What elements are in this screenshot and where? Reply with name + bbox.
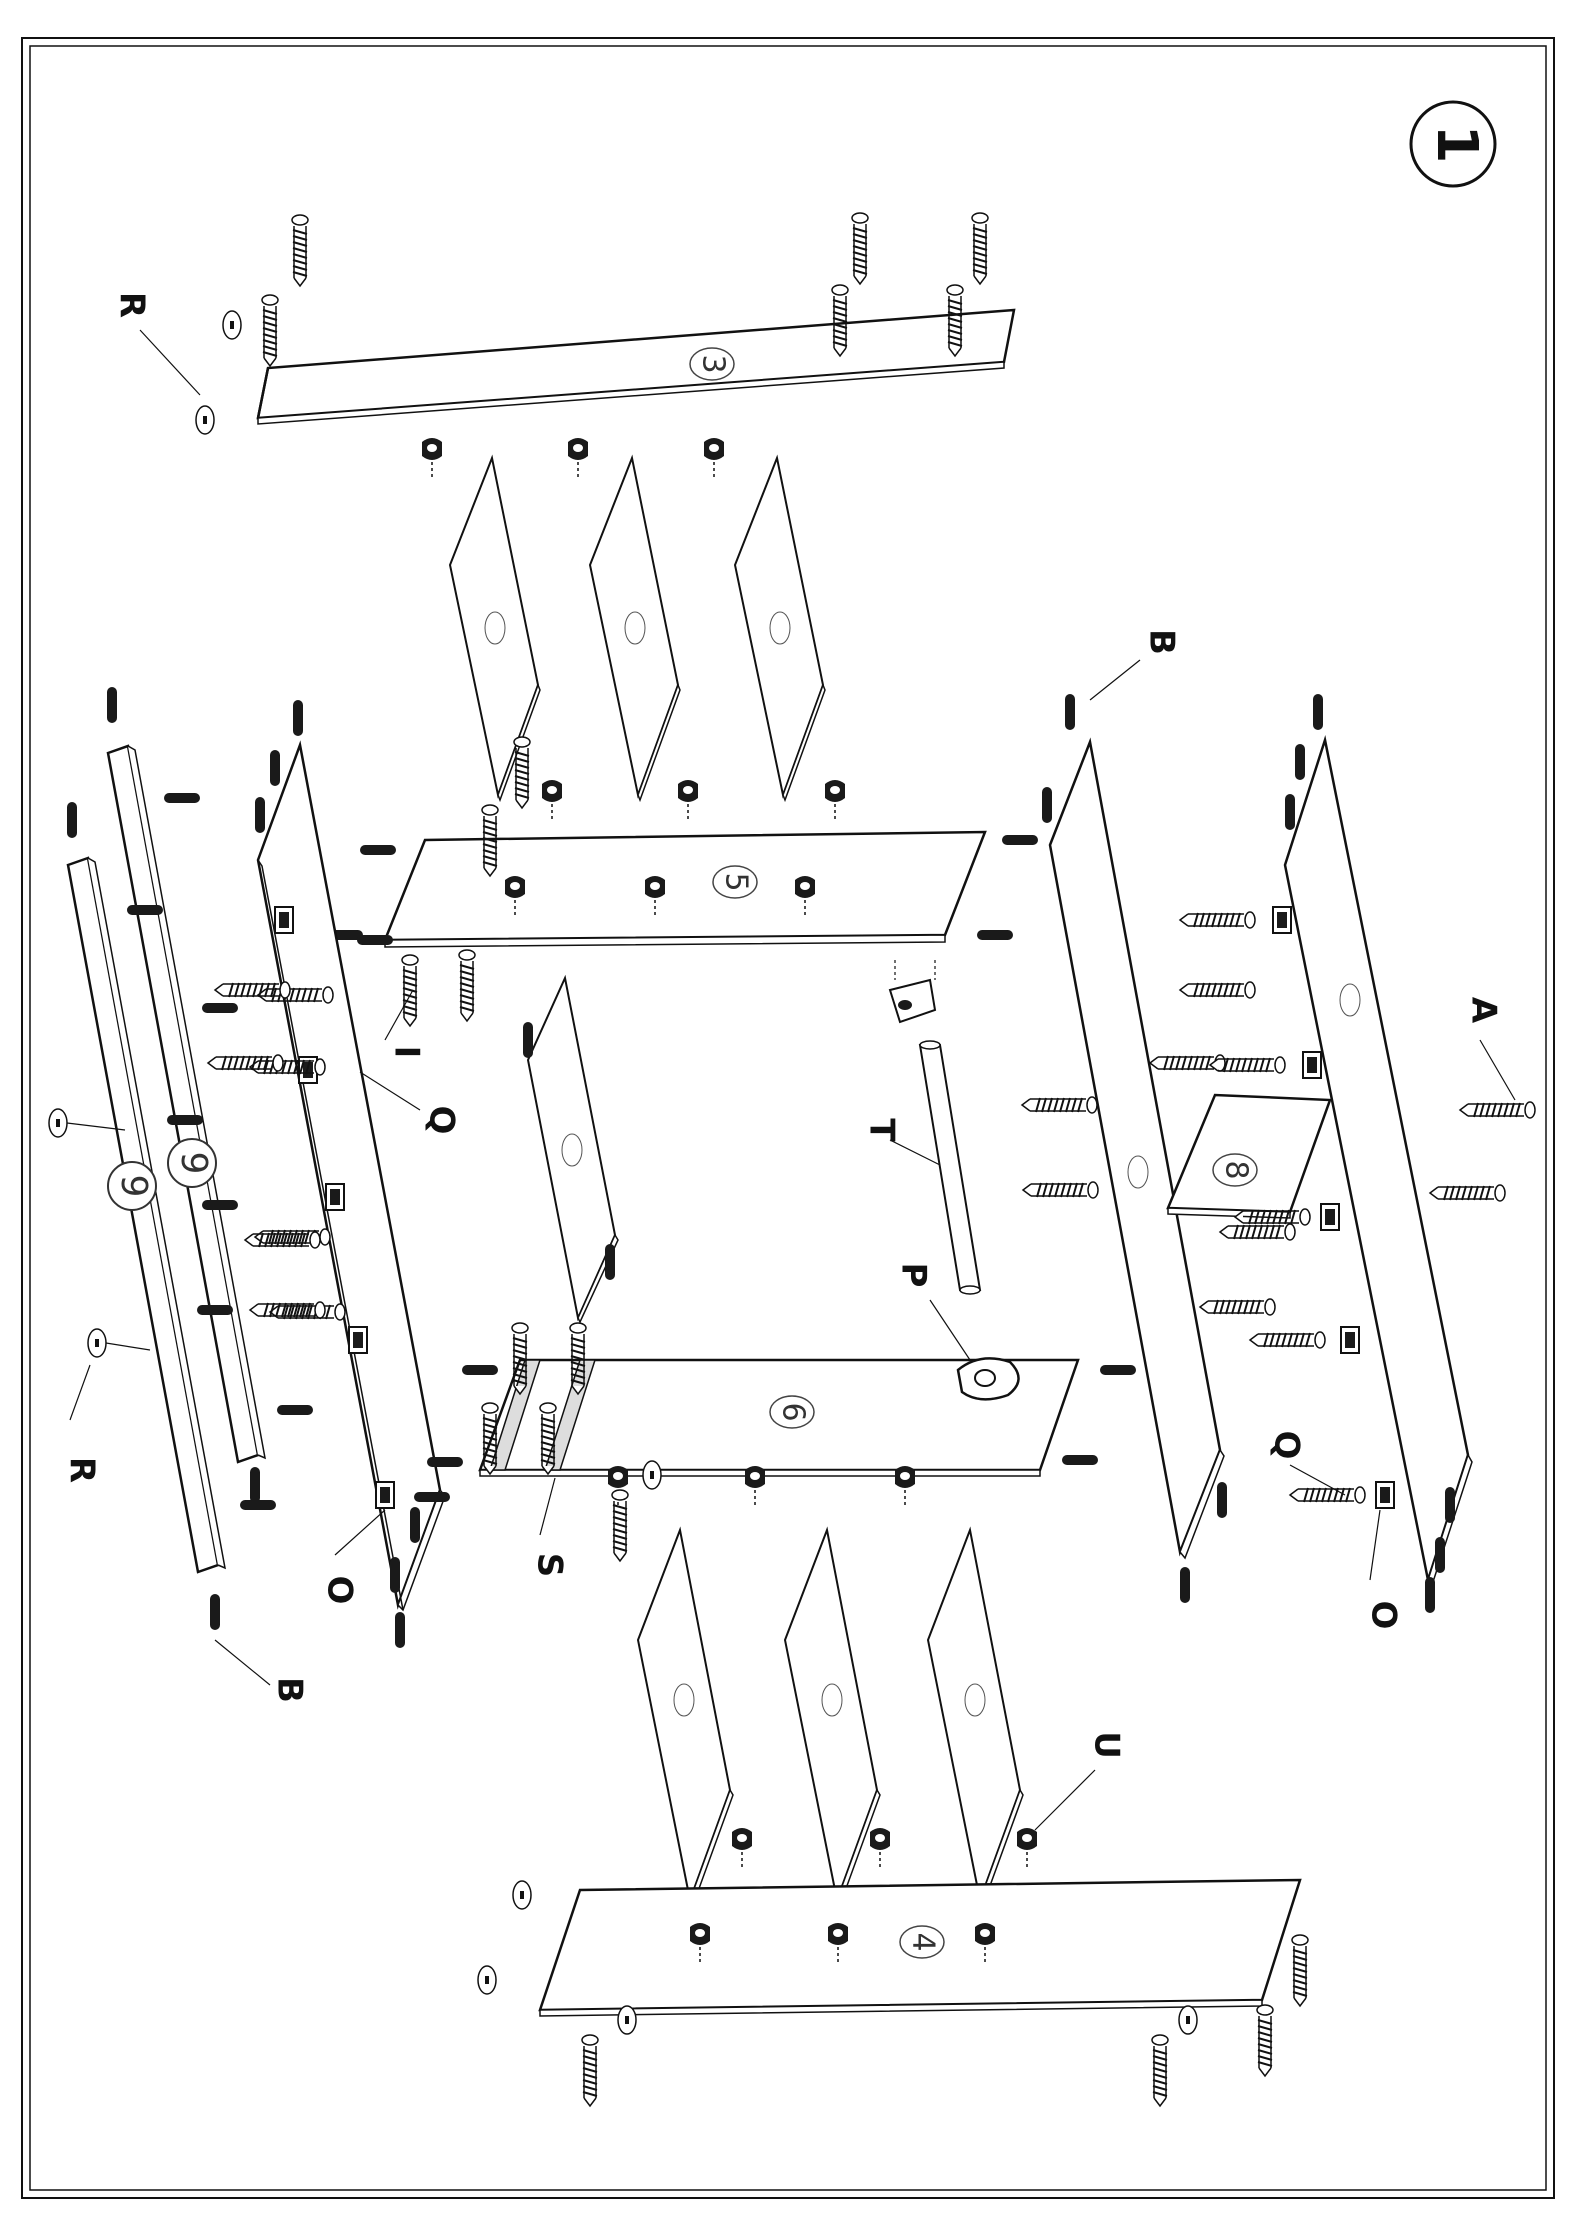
panel-6-number: 6 bbox=[776, 1402, 811, 1421]
panel-8: 8 bbox=[1168, 1095, 1330, 1218]
panel-4-number: 4 bbox=[906, 1932, 941, 1951]
plinth-9-a-number: 9 bbox=[113, 1175, 154, 1198]
label-B-bottom: B bbox=[270, 1677, 310, 1703]
hanging-rod bbox=[920, 1041, 980, 1294]
panel-drawer-inner bbox=[528, 978, 618, 1322]
label-Q-right: Q bbox=[1267, 1431, 1307, 1460]
shelf-lower-2 bbox=[785, 1530, 880, 1905]
label-I: I bbox=[387, 1046, 427, 1059]
label-B-top: B bbox=[1142, 629, 1182, 655]
shelf-upper-1 bbox=[450, 458, 540, 800]
label-P: P bbox=[894, 1263, 934, 1288]
panel-4: 4 bbox=[540, 1880, 1300, 2016]
label-R-bottom: R bbox=[62, 1457, 102, 1483]
label-O-left: O bbox=[320, 1576, 360, 1605]
panel-5: 5 bbox=[385, 832, 1000, 947]
label-U: U bbox=[1087, 1731, 1127, 1759]
panel-3: 3 bbox=[258, 310, 1014, 424]
label-T: T bbox=[862, 1118, 902, 1142]
step-badge: 1 bbox=[1411, 102, 1495, 186]
label-O-right: O bbox=[1364, 1601, 1404, 1630]
step-number: 1 bbox=[1424, 125, 1489, 164]
label-Q-left: Q bbox=[422, 1106, 462, 1135]
panel-3-number: 3 bbox=[696, 354, 731, 373]
panel-5-number: 5 bbox=[719, 872, 754, 891]
panel-8-number: 8 bbox=[1219, 1160, 1254, 1179]
handle-p bbox=[958, 1358, 1019, 1399]
label-R-top: R bbox=[112, 292, 152, 318]
rod-bracket bbox=[890, 960, 935, 1022]
shelf-upper-3 bbox=[735, 458, 825, 800]
plinth-9-b-number: 9 bbox=[173, 1152, 214, 1175]
shelf-lower-1 bbox=[638, 1530, 733, 1905]
panel-right-outer bbox=[1285, 740, 1472, 1585]
label-A: A bbox=[1464, 997, 1504, 1024]
shelf-upper-2 bbox=[590, 458, 680, 800]
label-S: S bbox=[530, 1553, 570, 1578]
shelf-lower-3 bbox=[928, 1530, 1023, 1905]
